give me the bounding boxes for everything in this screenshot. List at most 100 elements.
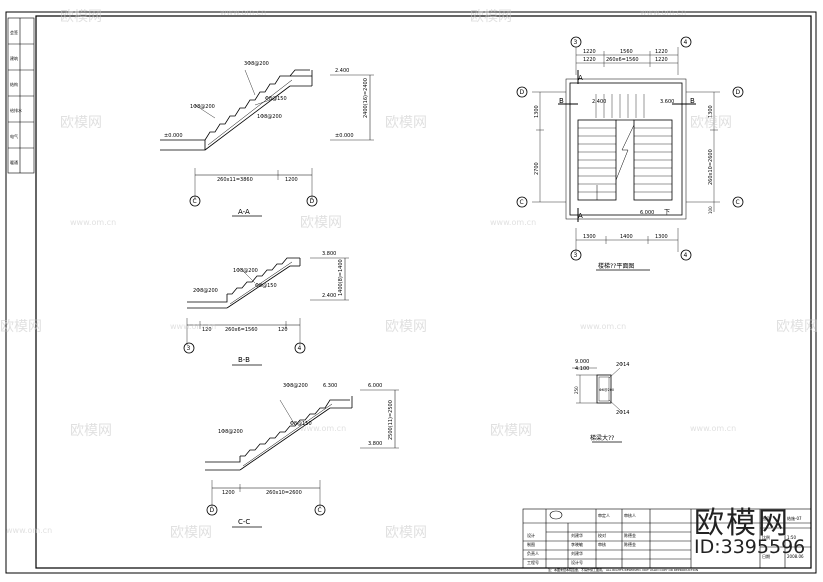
tb-r2-c2: 审核	[598, 541, 606, 547]
aa-height-dim: 2400(16)=2400	[363, 78, 369, 118]
tb-r1-c2: 校对	[598, 532, 606, 538]
brand-logo-text: 欧模网	[694, 506, 790, 541]
cc-axis-right: C	[318, 507, 322, 514]
tb-r2-c0: 负责人	[527, 550, 539, 556]
tb-sheet-label-1: 比例	[762, 534, 770, 540]
aa-rebar-mid: 1Φ8@200	[190, 104, 215, 110]
section-cc	[205, 389, 399, 528]
bb-elev-top: 3.800	[322, 251, 336, 257]
plan-bottom-dim-1: 1400	[620, 234, 633, 240]
plan-down-label: 下	[664, 209, 670, 216]
cc-axis-left: D	[210, 507, 215, 514]
stair-plan	[516, 36, 744, 271]
beam-rebar-bot: 2Φ14	[616, 410, 629, 416]
plan-axis-top-1: 4	[684, 39, 688, 46]
plan-label-a-bottom: A	[578, 212, 583, 220]
beam-elev-2: 4.100	[575, 366, 589, 372]
aa-rebar-dist: Φ8@150	[265, 96, 287, 102]
cc-landing-dim: 1200	[222, 490, 235, 496]
plan-top-dim-1: 1560	[620, 49, 633, 55]
bb-axis-left: 3	[187, 345, 191, 352]
aa-axis-right: D	[310, 198, 315, 205]
left-binding-strip	[7, 17, 35, 174]
plan-title: 楼梯??平面图	[598, 262, 634, 270]
bb-rebar-dist: Φ8@150	[255, 283, 277, 289]
plan-axis-bottom-0: 3	[574, 252, 578, 259]
beam-stirrup: Φ6@200	[599, 388, 614, 392]
aa-elev-bot: ±0.000	[335, 133, 354, 139]
strip-label-2: 结构	[10, 81, 18, 87]
plan-left-dim-0: 1300	[534, 105, 540, 118]
plan-top-dim2-1: 260x6=1560	[606, 57, 639, 63]
cc-span-dim: 260x10=2600	[266, 490, 302, 496]
bb-rebar-top: 1Φ8@200	[233, 268, 258, 274]
beam-elev-1: 9.000	[575, 359, 589, 365]
tb-note: 注：本图未经本院签章，不得作施工图用。 ALL RIGHTS RESERVED.…	[548, 567, 698, 572]
plan-label-b-left: B	[559, 97, 564, 105]
cc-rebar-bot: 1Φ8@200	[218, 429, 243, 435]
plan-axis-right-0: D	[736, 89, 741, 96]
tb-sheet-value-1: 1:50	[787, 535, 796, 540]
tb-sheet-label-2: 日期	[762, 553, 770, 559]
bb-rebar-bot: 2Φ8@200	[193, 288, 218, 294]
asset-id-tag: ID:3395596	[694, 536, 806, 558]
beam-height: 250	[574, 386, 579, 394]
strip-label-5: 暖通	[10, 159, 18, 165]
tb-r2-c1: 刘建华	[571, 550, 583, 556]
tb-r0-c0: 设计	[527, 532, 535, 538]
plan-label-b-right: B	[690, 97, 695, 105]
tb-r1-c3: 陈德金	[624, 532, 636, 538]
cc-title: C-C	[238, 518, 250, 526]
plan-elev-2: 3.600	[660, 99, 674, 105]
cc-rebar-top: 3Φ8@200	[283, 383, 308, 389]
strip-label-4: 电气	[10, 133, 18, 139]
tb-r1-c1: 李晓敏	[571, 541, 583, 547]
cc-rebar-dist: Φ8@150	[290, 421, 312, 427]
aa-axis-left: C	[193, 198, 197, 205]
bb-axis-right: 4	[298, 345, 302, 352]
cc-height-dim: 2500(11)=2500	[388, 400, 394, 440]
plan-right-dim-2: 100	[708, 206, 713, 214]
section-aa	[160, 69, 374, 217]
tb-sheet-value-2: 2008.06	[787, 554, 804, 559]
plan-axis-left-1: C	[520, 199, 524, 206]
tb-sheet-label-0: 图号	[762, 515, 770, 521]
tb-r0-c2: 审定人	[598, 512, 610, 518]
aa-title: A-A	[238, 208, 250, 216]
tb-r0-c1: 刘建华	[571, 532, 583, 538]
plan-right-dim-1: 260x10=2600	[708, 149, 714, 185]
cc-elev-bot: 3.800	[368, 441, 382, 447]
plan-top-dim-2: 1220	[655, 49, 668, 55]
plan-elev-1: 2.400	[592, 99, 606, 105]
bb-span-dim: 260x6=1560	[225, 327, 258, 333]
tb-r3-c1: 设计号	[571, 559, 583, 565]
tb-r1-c0: 制图	[527, 541, 535, 547]
bb-elev-bot: 2.400	[322, 293, 336, 299]
aa-rebar-top: 3Φ8@200	[244, 61, 269, 67]
plan-top-dim2-0: 1220	[583, 57, 596, 63]
plan-axis-bottom-1: 4	[684, 252, 688, 259]
bb-dim-left: 120	[202, 327, 212, 333]
cc-elev-top2: 6.000	[368, 383, 382, 389]
bb-title: B-B	[238, 356, 250, 364]
strip-label-1: 建筑	[10, 55, 18, 61]
section-bb	[183, 257, 349, 366]
plan-axis-top-0: 3	[574, 39, 578, 46]
plan-left-dim-1: 2700	[534, 162, 540, 175]
plan-right-dim-0: 1300	[708, 105, 714, 118]
plan-top-dim-0: 1220	[583, 49, 596, 55]
strip-label-3: 给排水	[10, 107, 22, 113]
plan-label-a-top: A	[578, 74, 583, 82]
inner-border	[35, 15, 812, 569]
aa-elev-top: 2.400	[335, 68, 349, 74]
aa-floor-elev: ±0.000	[164, 133, 183, 139]
beam-title: 梯梁大??	[590, 434, 614, 442]
plan-bottom-dim-2: 1300	[655, 234, 668, 240]
bb-height-dim: 1400(8)=1400	[338, 259, 344, 296]
strip-label-0: 会签	[10, 29, 18, 35]
plan-top-dim2-2: 1220	[655, 57, 668, 63]
tb-sheet-value-0: 结施-07	[787, 515, 802, 521]
aa-landing-dim: 1200	[285, 177, 298, 183]
tb-r2-c3: 陈德金	[624, 541, 636, 547]
